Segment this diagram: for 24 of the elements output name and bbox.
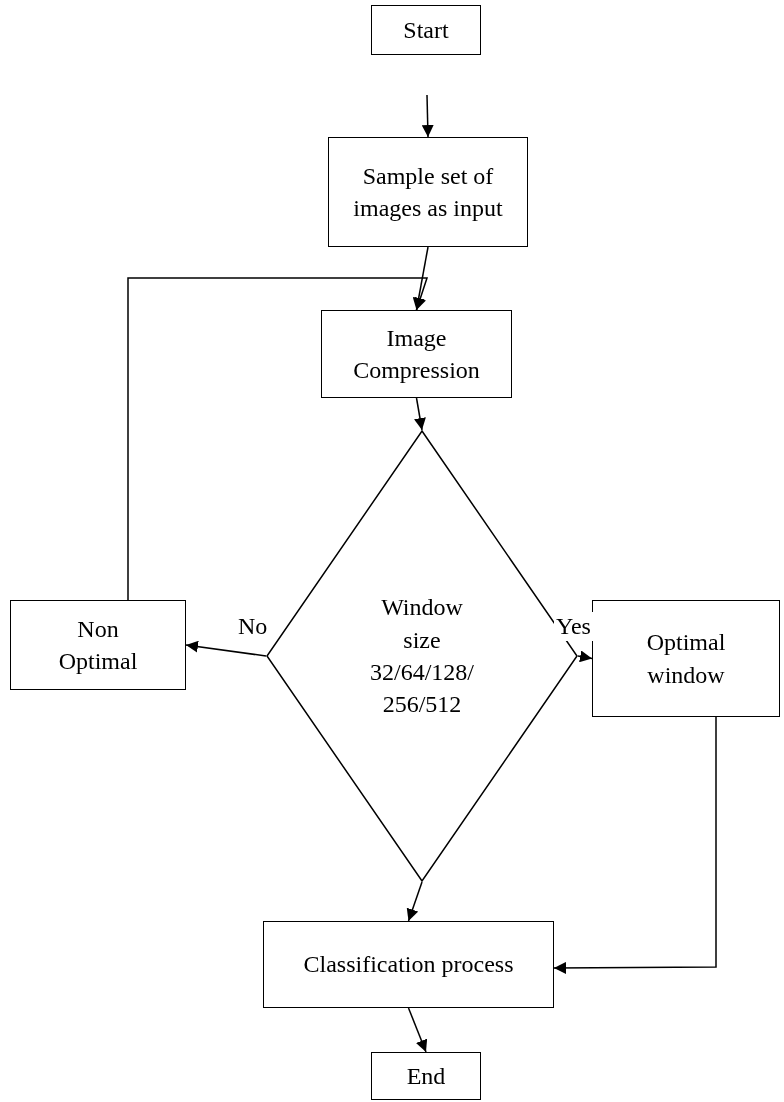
arrow	[553, 716, 717, 974]
node-text: Non Optimal	[57, 614, 139, 676]
process-box	[321, 310, 512, 398]
process-box	[10, 600, 186, 690]
node-text: Window size 32/64/128/ 256/512	[369, 593, 475, 720]
arrow	[407, 1007, 428, 1053]
node-text: Start	[403, 15, 449, 45]
node-text: Classification process	[303, 950, 514, 980]
edge-label: Yes	[554, 612, 593, 641]
arrow	[406, 881, 423, 922]
arrow	[185, 640, 267, 657]
node-text: Image Compression	[352, 323, 481, 385]
process-box	[592, 600, 780, 717]
arrow	[577, 650, 593, 663]
arrow	[421, 94, 434, 138]
arrow	[414, 397, 426, 431]
node-text: End	[406, 1061, 446, 1091]
node-text: Sample set of images as input	[352, 161, 504, 223]
process-box	[263, 921, 554, 1008]
node-text: Optimal window	[645, 628, 727, 690]
arrow	[127, 277, 429, 601]
process-box	[328, 137, 528, 247]
process-box	[371, 5, 481, 55]
process-box	[371, 1052, 481, 1100]
